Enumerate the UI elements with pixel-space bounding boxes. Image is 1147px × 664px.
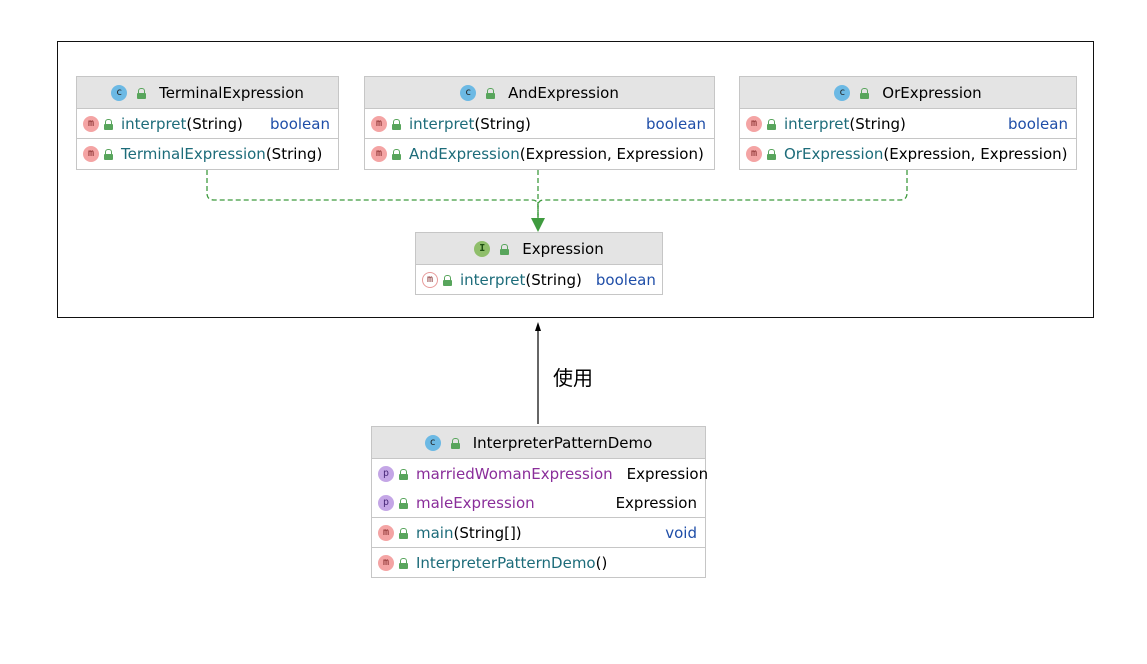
constructor-row[interactable]: m InterpreterPatternDemo() bbox=[372, 547, 705, 577]
property-icon: p bbox=[378, 465, 394, 482]
static-method-icon: m bbox=[378, 524, 394, 541]
method-params: () bbox=[595, 553, 608, 572]
public-lock-icon bbox=[486, 87, 496, 99]
method-params: (String) bbox=[474, 114, 531, 133]
method-row[interactable]: m main(String[]) void bbox=[372, 517, 705, 547]
method-icon: m bbox=[83, 115, 99, 132]
method-icon: m bbox=[83, 145, 99, 162]
method-row[interactable]: m interpret(String) boolean bbox=[740, 109, 1076, 138]
interface-expression[interactable]: I Expression m interpret(String) boolean bbox=[415, 232, 663, 295]
method-row[interactable]: m interpret(String) boolean bbox=[365, 109, 714, 138]
method-name: interpret bbox=[121, 114, 187, 133]
uses-label: 使用 bbox=[553, 366, 593, 390]
method-return-type: boolean bbox=[1008, 114, 1068, 133]
public-lock-icon bbox=[767, 118, 776, 130]
method-icon: m bbox=[378, 554, 394, 571]
public-lock-icon bbox=[860, 87, 870, 99]
class-icon: c bbox=[460, 84, 477, 101]
package-frame bbox=[57, 41, 1094, 318]
public-lock-icon bbox=[443, 274, 452, 286]
class-icon: c bbox=[834, 84, 851, 101]
constructor-row[interactable]: m TerminalExpression(String) bbox=[77, 138, 338, 168]
method-return-type: void bbox=[665, 523, 697, 542]
field-type: Expression bbox=[626, 464, 709, 483]
field-name: marriedWomanExpression bbox=[416, 464, 613, 483]
method-icon: m bbox=[371, 145, 387, 162]
method-name: interpret bbox=[409, 114, 475, 133]
method-icon: m bbox=[746, 115, 762, 132]
public-lock-icon bbox=[399, 557, 408, 569]
class-name: InterpreterPatternDemo bbox=[472, 433, 653, 452]
method-name: AndExpression bbox=[409, 144, 520, 163]
method-params: (Expression, Expression) bbox=[519, 144, 704, 163]
method-name: interpret bbox=[460, 270, 526, 289]
method-name: TerminalExpression bbox=[121, 144, 266, 163]
uses-arrowhead bbox=[535, 322, 541, 331]
method-row[interactable]: m interpret(String) boolean bbox=[77, 109, 338, 138]
method-return-type: boolean bbox=[646, 114, 706, 133]
method-icon: m bbox=[746, 145, 762, 162]
class-name: OrExpression bbox=[882, 83, 982, 102]
implements-line-terminal bbox=[206, 170, 539, 222]
field-type: Expression bbox=[615, 493, 697, 512]
constructor-row[interactable]: m AndExpression(Expression, Expression) bbox=[365, 138, 714, 168]
abstract-method-icon: m bbox=[422, 271, 438, 288]
class-header: c TerminalExpression bbox=[77, 77, 338, 109]
class-header: c AndExpression bbox=[365, 77, 714, 109]
method-name: InterpreterPatternDemo bbox=[416, 553, 596, 572]
class-interpreter-pattern-demo[interactable]: c InterpreterPatternDemo p marriedWomanE… bbox=[371, 426, 709, 578]
method-params: (String[]) bbox=[453, 523, 522, 542]
class-icon: c bbox=[111, 84, 128, 101]
runnable-class-icon: c bbox=[424, 434, 441, 451]
method-params: (String) bbox=[525, 270, 582, 289]
interface-icon: I bbox=[474, 240, 491, 257]
public-lock-icon bbox=[399, 527, 408, 539]
constructor-row[interactable]: m OrExpression(Expression, Expression) bbox=[740, 138, 1076, 168]
public-lock-icon bbox=[392, 118, 401, 130]
public-lock-icon bbox=[399, 497, 408, 509]
public-lock-icon bbox=[450, 437, 460, 449]
class-name: AndExpression bbox=[508, 83, 619, 102]
method-name: main bbox=[416, 523, 454, 542]
method-params: (String) bbox=[265, 144, 323, 163]
method-params: (String) bbox=[849, 114, 906, 133]
implements-arrowhead bbox=[531, 218, 545, 232]
method-return-type: boolean bbox=[270, 114, 330, 133]
public-lock-icon bbox=[500, 243, 510, 255]
method-return-type: boolean bbox=[595, 270, 656, 289]
public-lock-icon bbox=[399, 468, 408, 480]
public-lock-icon bbox=[137, 87, 147, 99]
method-icon: m bbox=[371, 115, 387, 132]
method-params: (String) bbox=[186, 114, 243, 133]
interface-name: Expression bbox=[522, 239, 604, 258]
public-lock-icon bbox=[104, 148, 113, 160]
field-row[interactable]: p maleExpression Expression bbox=[372, 488, 705, 517]
class-header: c InterpreterPatternDemo bbox=[372, 427, 705, 459]
class-name: TerminalExpression bbox=[159, 83, 304, 102]
field-name: maleExpression bbox=[416, 493, 535, 512]
public-lock-icon bbox=[104, 118, 113, 130]
field-row[interactable]: p marriedWomanExpression Expression bbox=[372, 459, 709, 488]
property-icon: p bbox=[378, 494, 394, 511]
class-or-expression[interactable]: c OrExpression m interpret(String) boole… bbox=[739, 76, 1077, 170]
class-terminal-expression[interactable]: c TerminalExpression m interpret(String)… bbox=[76, 76, 339, 170]
method-params: (Expression, Expression) bbox=[883, 144, 1068, 163]
method-row[interactable]: m interpret(String) boolean bbox=[416, 265, 662, 294]
interface-header: I Expression bbox=[416, 233, 662, 265]
class-and-expression[interactable]: c AndExpression m interpret(String) bool… bbox=[364, 76, 715, 170]
implements-line-or bbox=[537, 170, 908, 222]
method-name: OrExpression bbox=[784, 144, 884, 163]
method-name: interpret bbox=[784, 114, 850, 133]
public-lock-icon bbox=[767, 148, 776, 160]
class-header: c OrExpression bbox=[740, 77, 1076, 109]
public-lock-icon bbox=[392, 148, 401, 160]
